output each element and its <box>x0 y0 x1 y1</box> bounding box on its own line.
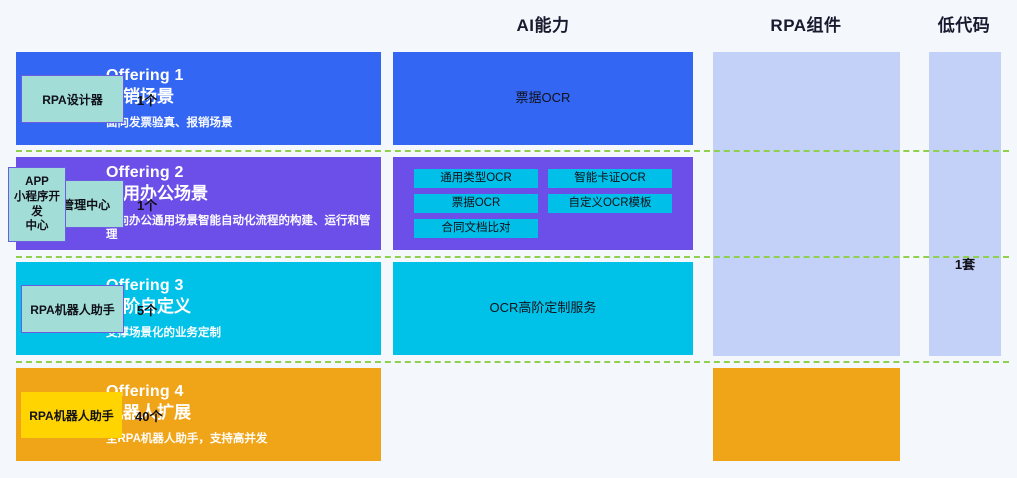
ai-tag[interactable]: 智能卡证OCR <box>548 169 672 188</box>
row-separator-1 <box>16 150 1009 152</box>
offering-desc: 面向发票验真、报销场景 <box>106 116 233 129</box>
column-header-rpa: RPA组件 <box>770 16 842 35</box>
rpa-component-box[interactable]: RPA设计器 <box>21 75 124 123</box>
ai-tag[interactable]: 通用类型OCR <box>414 169 538 188</box>
lowcode-line-1: APP <box>25 176 49 189</box>
rpa-row-1[interactable]: RPA设计器 1个 <box>0 75 187 123</box>
offering-desc: 支撑场景化的业务定制 <box>106 326 221 339</box>
ai-capability-label: 票据OCR <box>515 90 571 106</box>
offering-kicker: Offering 2 <box>106 164 184 182</box>
ai-tag[interactable]: 自定义OCR模板 <box>548 194 672 213</box>
offering-title: 通用办公场景 <box>106 184 208 204</box>
ai-panel-1[interactable]: 票据OCR <box>393 52 693 145</box>
rpa-component-box[interactable]: RPA机器人助手 <box>21 392 122 438</box>
offering-kicker: Offering 4 <box>106 382 184 400</box>
rpa-column-panel <box>713 52 900 356</box>
offering-kicker: Offering 3 <box>106 276 184 294</box>
column-header-lowcode: 低代码 <box>937 16 991 35</box>
rpa-row-3[interactable]: RPA机器人助手 5个 <box>0 285 187 333</box>
offering-desc: 全RPA机器人助手，支持高并发 <box>106 432 268 445</box>
rpa-component-count: 1个 <box>137 92 158 108</box>
offering-title: 高阶自定义 <box>106 296 191 316</box>
rpa-row-4[interactable]: RPA机器人助手 40个 <box>0 392 187 438</box>
lowcode-app-box[interactable]: APP 小程序开发 中心 <box>8 167 66 242</box>
offering-card-2-text: Offering 2 通用办公场景 面向办公通用场景智能自动化流程的构建、运行和… <box>106 164 381 242</box>
rpa-component-box[interactable]: RPA机器人助手 <box>21 285 124 333</box>
rpa-component-count: 5个 <box>137 302 158 318</box>
lowcode-column-panel <box>929 52 1001 356</box>
ai-tag-list: 通用类型OCR 智能卡证OCR 票据OCR 自定义OCR模板 合同文档比对 <box>414 169 672 238</box>
ai-panel-2[interactable]: 通用类型OCR 智能卡证OCR 票据OCR 自定义OCR模板 合同文档比对 <box>393 157 693 250</box>
offering-kicker: Offering 1 <box>106 66 184 84</box>
ai-panel-3[interactable]: OCR高阶定制服务 <box>393 262 693 355</box>
column-header-ai: AI能力 <box>516 16 570 35</box>
lowcode-line-2: 小程序开发 <box>14 190 60 218</box>
row-separator-2 <box>16 256 1009 258</box>
ai-capability-label: OCR高阶定制服务 <box>489 300 597 316</box>
row-separator-3 <box>16 361 1009 363</box>
rpa-row-4-panel <box>713 368 900 461</box>
offering-card-4-text: Offering 4 机器人扩展 全RPA机器人助手，支持高并发 <box>106 383 267 447</box>
ai-tag[interactable]: 票据OCR <box>414 194 538 213</box>
rpa-component-count: 40个 <box>135 408 163 424</box>
lowcode-line-3: 中心 <box>25 220 49 233</box>
ai-tag[interactable]: 合同文档比对 <box>414 219 538 238</box>
offering-title: 机器人扩展 <box>106 402 191 422</box>
lowcode-count: 1套 <box>954 257 976 272</box>
rpa-component-count: 1个 <box>137 197 158 213</box>
offering-desc: 面向办公通用场景智能自动化流程的构建、运行和管理 <box>106 214 371 242</box>
offering-card-3-text: Offering 3 高阶自定义 支撑场景化的业务定制 <box>106 277 221 341</box>
